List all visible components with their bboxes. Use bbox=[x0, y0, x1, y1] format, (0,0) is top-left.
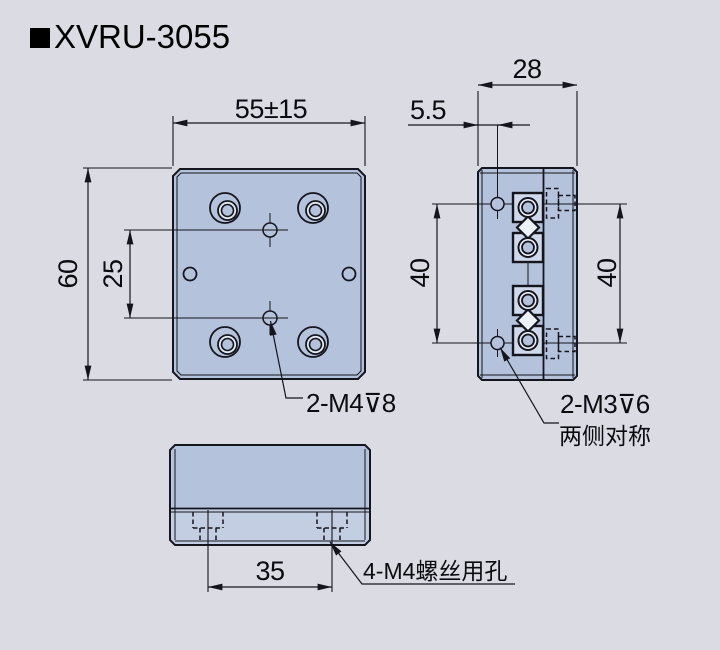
counterbore-hole bbox=[209, 326, 241, 358]
side-hole-callout-note: 两侧对称 bbox=[559, 423, 651, 449]
front-hole-spacing-dimension: 25 bbox=[98, 229, 288, 319]
tapped-hole bbox=[490, 335, 505, 351]
side-hole bbox=[182, 266, 198, 282]
bottom-view: 35 4-M4螺丝用孔 bbox=[169, 444, 515, 592]
front-height-dim-label: 60 bbox=[53, 259, 83, 288]
counterbore-hole bbox=[297, 192, 329, 224]
front-hole-callout: 2-M4⊽8 bbox=[269, 320, 396, 418]
hidden-hole-outline bbox=[545, 187, 576, 360]
side-depth-dim-label: 28 bbox=[512, 54, 541, 84]
bottom-table bbox=[171, 446, 369, 509]
side-offset-dimension: 5.5 bbox=[408, 95, 530, 129]
clamp-slot-top bbox=[511, 191, 545, 264]
side-right-spacing-dimension: 40 bbox=[592, 203, 624, 344]
front-width-dimension: 55±15 bbox=[172, 94, 366, 166]
clamp-slot-bottom bbox=[511, 284, 545, 357]
front-view: 55±15 60 25 2-M4⊽8 bbox=[53, 94, 396, 418]
side-hole-callout: 2-M3⊽6 两侧对称 bbox=[499, 347, 651, 449]
side-view: 28 5.5 40 40 2-M3⊽6 两侧对称 bbox=[405, 54, 651, 449]
side-depth-dimension: 28 bbox=[477, 54, 578, 166]
title-block: XVRU-3055 bbox=[30, 18, 230, 55]
counterbore-hole bbox=[297, 326, 329, 358]
side-left-spacing-dimension: 40 bbox=[405, 203, 441, 344]
side-hole-callout-label: 2-M3⊽6 bbox=[560, 389, 650, 419]
bottom-screw-callout-label: 4-M4螺丝用孔 bbox=[363, 558, 507, 584]
counterbore-hole bbox=[209, 192, 241, 224]
side-offset-dim-label: 5.5 bbox=[410, 95, 446, 125]
front-height-dimension: 60 bbox=[53, 167, 172, 381]
side-left-spacing-dim-label: 40 bbox=[405, 258, 435, 287]
side-hole bbox=[341, 266, 357, 282]
front-plate bbox=[172, 168, 366, 380]
title-bullet bbox=[30, 28, 50, 48]
front-width-dim-label: 55±15 bbox=[235, 94, 307, 124]
tapped-hole bbox=[490, 196, 505, 212]
bottom-spacing-dim-label: 35 bbox=[255, 556, 284, 586]
bottom-spacing-dimension: 35 bbox=[207, 510, 333, 592]
bottom-screw-callout: 4-M4螺丝用孔 bbox=[329, 541, 515, 585]
front-hole-callout-label: 2-M4⊽8 bbox=[306, 388, 396, 418]
front-hole-spacing-dim-label: 25 bbox=[98, 259, 128, 288]
page-title: XVRU-3055 bbox=[54, 18, 230, 55]
side-right-spacing-dim-label: 40 bbox=[592, 258, 622, 287]
